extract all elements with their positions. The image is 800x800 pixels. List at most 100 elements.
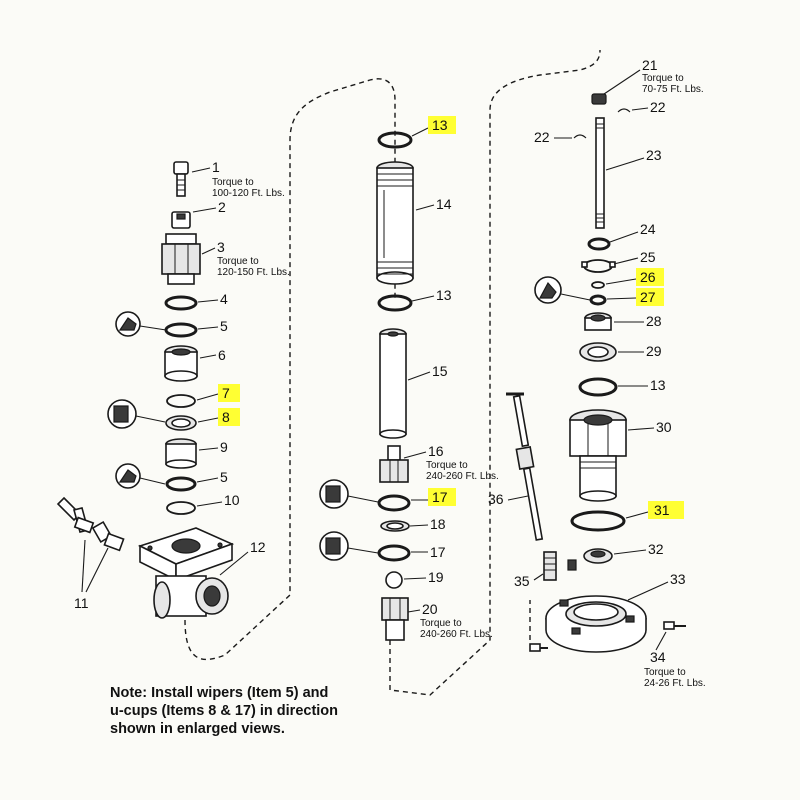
part-13-o-ring-middle: [377, 294, 413, 312]
part-5-wiper-lower: [165, 476, 197, 492]
note-line-3: shown in enlarged views.: [110, 721, 285, 737]
torque-21-line2: 70-75 Ft. Lbs.: [642, 84, 704, 95]
label-part-35: 35: [514, 573, 530, 589]
part-7-ring: [166, 394, 196, 408]
torque-16-line2: 240-260 Ft. Lbs.: [426, 471, 499, 482]
part-26-ring: [591, 281, 605, 289]
label-part-34: 34: [650, 649, 666, 665]
part-16-valve: [379, 445, 409, 483]
part-5-wiper-upper: [164, 322, 198, 338]
label-part-6: 6: [218, 347, 226, 363]
label-part-10: 10: [224, 492, 240, 508]
label-part-36: 36: [488, 491, 504, 507]
torque-34-line1: Torque to: [644, 667, 686, 678]
part-4-o-ring: [164, 295, 198, 311]
part-27-seal: [589, 294, 607, 306]
highlight-part-26: [636, 268, 664, 286]
part-33-flange: [545, 595, 647, 653]
dashed-path-left: [184, 78, 396, 661]
highlight-part-27: [636, 288, 664, 306]
enlarged-view-u-cup-17-upper: [319, 479, 379, 509]
enlarged-view-wiper-upper: [115, 311, 167, 337]
label-part-7: 7: [222, 385, 230, 401]
label-part-19: 19: [428, 569, 444, 585]
label-part-24: 24: [640, 221, 656, 237]
label-part-31: 31: [654, 502, 670, 518]
part-22-clip-right: [617, 108, 631, 113]
label-part-13-top: 13: [432, 117, 448, 133]
label-part-13-middle: 13: [436, 287, 452, 303]
part-21-nut: [591, 93, 607, 105]
part-23-rod: [595, 117, 605, 229]
part-15-piston: [379, 328, 407, 439]
highlight-part-31: [648, 501, 684, 519]
part-24-ring: [587, 237, 611, 251]
part-29-gland: [579, 342, 617, 362]
highlight-part-7: [218, 384, 240, 402]
installation-note: Note: Install wipers (Item 5) and u-cups…: [110, 684, 370, 738]
label-part-11: 11: [74, 595, 89, 611]
label-part-29: 29: [646, 343, 662, 359]
part-22-clip-left: [573, 134, 587, 139]
part-31-o-ring: [570, 510, 626, 532]
part-17-u-cup-lower: [377, 544, 411, 562]
label-part-15: 15: [432, 363, 448, 379]
part-8-u-cup: [165, 415, 197, 431]
label-part-5-lower: 5: [220, 469, 228, 485]
part-9-bushing: [165, 438, 197, 469]
label-part-17-upper: 17: [432, 489, 448, 505]
label-part-17-lower: 17: [430, 544, 446, 560]
torque-20-line1: Torque to: [420, 618, 462, 629]
highlight-part-13: [428, 116, 456, 134]
torque-21-line1: Torque to: [642, 73, 684, 84]
label-part-27: 27: [640, 289, 656, 305]
torque-16-line1: Torque to: [426, 460, 468, 471]
label-part-4: 4: [220, 291, 228, 307]
part-11-fittings: [56, 496, 125, 552]
label-part-14: 14: [436, 196, 452, 212]
torque-1-line2: 100-120 Ft. Lbs.: [212, 188, 285, 199]
label-part-23: 23: [646, 147, 662, 163]
enlarged-view-u-cup-8: [107, 399, 166, 429]
note-line-2: u-cups (Items 8 & 17) in direction: [110, 703, 339, 719]
label-part-30: 30: [656, 419, 672, 435]
label-part-26: 26: [640, 269, 656, 285]
label-part-22-right: 22: [650, 99, 666, 115]
part-13-o-ring-top: [377, 131, 413, 149]
dashed-path-right: [389, 49, 601, 696]
part-34-screw: [529, 621, 686, 652]
torque-3-line1: Torque to: [217, 256, 259, 267]
part-10-ring: [166, 501, 196, 515]
label-part-13-right: 13: [650, 377, 666, 393]
part-1-bolt: [173, 161, 189, 197]
label-part-22-left: 22: [534, 129, 550, 145]
label-part-28: 28: [646, 313, 662, 329]
label-part-8: 8: [222, 409, 230, 425]
label-part-2: 2: [218, 199, 226, 215]
part-32-bearing: [583, 548, 613, 564]
enlarged-view-seal-27: [534, 276, 591, 304]
part-18-bushing: [380, 520, 410, 532]
torque-3-line2: 120-150 Ft. Lbs.: [217, 267, 290, 278]
part-17-u-cup-upper: [377, 494, 411, 512]
label-part-33: 33: [670, 571, 686, 587]
highlight-part-17: [428, 488, 456, 506]
note-line-1: Note: Install wipers (Item 5) and: [110, 685, 329, 701]
label-part-16: 16: [428, 443, 444, 459]
enlarged-view-wiper-lower: [115, 463, 166, 489]
label-part-32: 32: [648, 541, 664, 557]
label-part-20: 20: [422, 601, 438, 617]
part-6-bushing: [164, 345, 198, 382]
enlarged-view-u-cup-17-lower: [319, 531, 379, 561]
part-20-seat: [381, 597, 409, 641]
label-part-12: 12: [250, 539, 266, 555]
label-part-3: 3: [217, 239, 225, 255]
part-12-pump-housing: [137, 527, 235, 619]
torque-1-line1: Torque to: [212, 177, 254, 188]
part-19-ball: [385, 571, 403, 589]
torque-34-line2: 24-26 Ft. Lbs.: [644, 678, 706, 689]
label-part-25: 25: [640, 249, 656, 265]
torque-20-line2: 240-260 Ft. Lbs.: [420, 629, 493, 640]
part-30-packing-nut: [569, 409, 627, 502]
part-28-bushing: [584, 312, 612, 331]
